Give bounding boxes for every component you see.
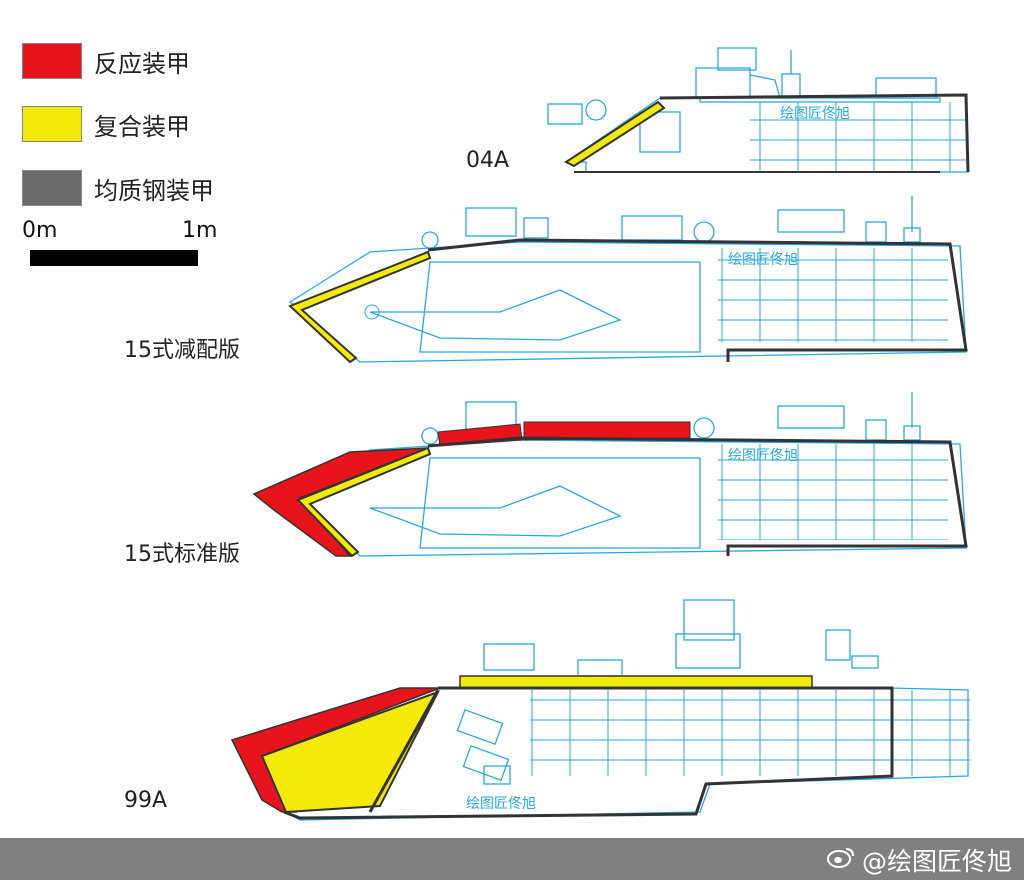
vehicle-label-type15-reduced: 15式减配版 — [124, 338, 240, 363]
watermark-type15-reduced: 绘图匠佟旭 — [728, 252, 798, 268]
grid-panel-type15-standard — [718, 444, 948, 540]
vehicle-04a: 绘图匠佟旭 — [547, 47, 970, 173]
reactive-top-type15-standard-2 — [523, 421, 691, 441]
hull-outline-type15-reduced — [288, 241, 967, 363]
footer-bar: @绘图匠佟旭 — [0, 838, 1024, 880]
grid-panel-type15-reduced — [718, 248, 948, 342]
steel-top-type15-standard — [427, 436, 968, 556]
steel-armor-swatch — [22, 170, 82, 206]
composite-front-type15-reduced — [288, 250, 432, 364]
vehicle-label-99a: 99A — [124, 788, 168, 813]
legend-label-reactive: 反应装甲 — [94, 49, 190, 78]
composite-armor-swatch — [22, 106, 82, 142]
composite-front-99a — [260, 690, 441, 814]
vehicle-type15-standard: 绘图匠佟旭 — [252, 392, 968, 558]
watermark-type15-standard: 绘图匠佟旭 — [728, 448, 798, 464]
vehicle-label-04a: 04A — [466, 148, 510, 173]
scale-end-label: 1m — [182, 218, 218, 243]
vehicle-type15-reduced: 绘图匠佟旭 — [288, 196, 968, 364]
ammo-rack-99a — [456, 708, 511, 785]
scale-bar — [30, 250, 198, 266]
legend-item-steel: 均质钢装甲 — [22, 170, 214, 206]
vehicle-label-type15-standard: 15式标准版 — [124, 542, 240, 567]
vehicle-99a: 绘图匠佟旭 — [230, 599, 970, 821]
legend-label-composite: 复合装甲 — [94, 112, 190, 141]
legend-label-steel: 均质钢装甲 — [94, 176, 214, 205]
turret-detail-99a — [483, 599, 879, 677]
legend-item-composite: 复合装甲 — [22, 106, 190, 142]
footer-credit: @绘图匠佟旭 — [826, 842, 1012, 878]
hull-outline-type15-standard — [298, 439, 967, 557]
scale-start-label: 0m — [22, 218, 58, 243]
composite-front-04a — [563, 100, 666, 168]
steel-hull-99a — [283, 686, 894, 820]
watermark-99a: 绘图匠佟旭 — [466, 796, 536, 812]
watermark-04a: 绘图匠佟旭 — [780, 106, 850, 122]
legend-item-reactive: 反应装甲 — [22, 43, 190, 79]
composite-front-type15-standard — [296, 446, 432, 558]
steel-top-04a — [659, 93, 970, 173]
grid-panel-99a — [530, 690, 970, 776]
grid-panel-04a — [750, 102, 966, 172]
weibo-icon — [826, 845, 856, 875]
steel-top-type15-reduced — [427, 238, 968, 362]
reactive-armor-swatch — [22, 43, 82, 79]
composite-top-99a — [459, 675, 813, 689]
footer-text: @绘图匠佟旭 — [861, 847, 1012, 876]
